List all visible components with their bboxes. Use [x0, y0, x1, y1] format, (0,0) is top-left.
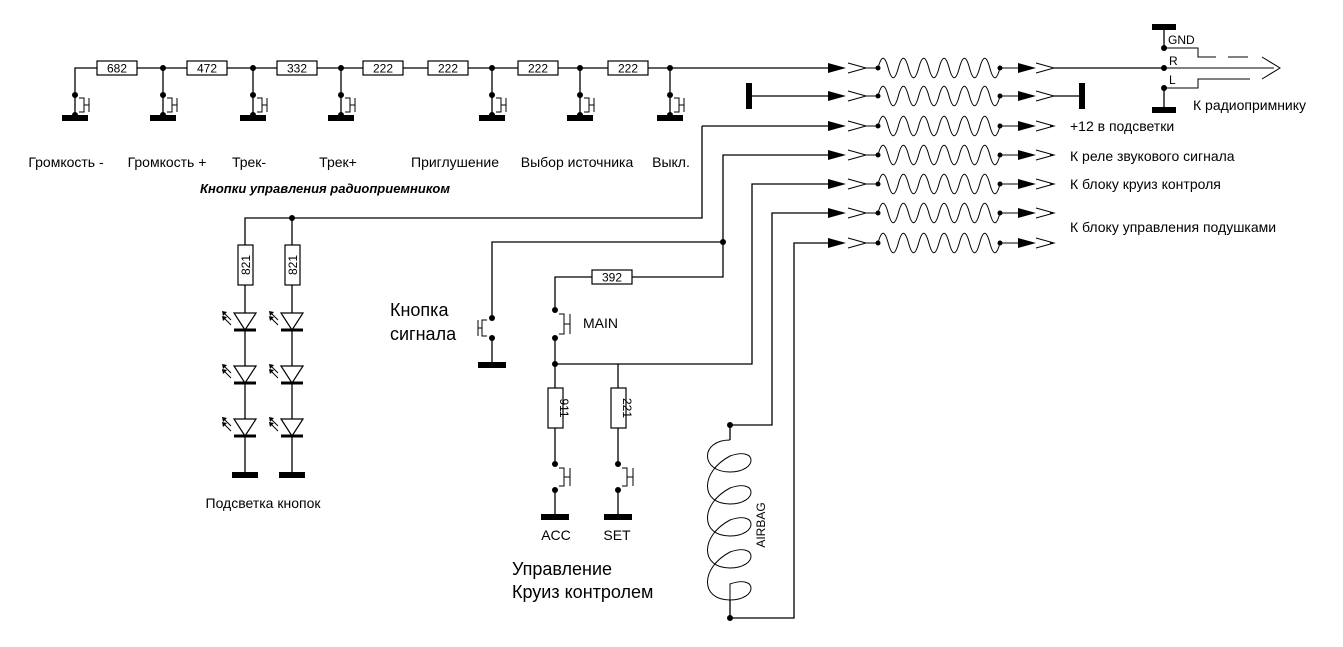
resistor-221: 221	[610, 387, 634, 429]
resistor-222-a: 222	[362, 60, 404, 76]
resistor-821-b-value: 821	[286, 255, 300, 275]
output-backlight-12v: +12 в подсветки	[1070, 118, 1174, 134]
output-cruise-unit: К блоку круиз контроля	[1070, 176, 1221, 192]
set-button-label: SET	[603, 527, 631, 543]
jack-gnd-label: GND	[1168, 33, 1195, 47]
resistor-392-value: 392	[602, 271, 622, 285]
push-button-volume-down	[62, 92, 90, 121]
led-diode	[269, 311, 305, 332]
led-diode	[222, 311, 258, 332]
push-button-track-next	[328, 68, 356, 121]
label-source: Выбор источника	[521, 154, 634, 170]
airbag-coil	[707, 439, 752, 601]
resistor-222-c-value: 222	[528, 62, 548, 76]
push-button-off	[657, 68, 685, 121]
horn-button-circuit: Кнопка сигнала	[390, 154, 828, 368]
output-airbag-unit: К блоку управления подушками	[1070, 219, 1276, 235]
connector-line	[828, 173, 1056, 195]
output-horn-relay: К реле звукового сигнала	[1070, 148, 1235, 164]
airbag-label: AIRBAG	[754, 502, 768, 547]
push-button-track-prev	[240, 68, 268, 121]
connector-line	[828, 85, 1082, 107]
label-mute: Приглушение	[411, 154, 499, 170]
jack-r-label: R	[1169, 54, 1178, 68]
to-radio-label: К радиопримнику	[1193, 97, 1306, 113]
cruise-caption-2: Круиз контролем	[512, 582, 653, 602]
radio-jack: GND R L К радиопримнику	[1054, 24, 1306, 113]
backlight-caption: Подсветка кнопок	[206, 495, 322, 511]
cruise-caption-1: Управление	[512, 559, 612, 579]
resistor-392: 392	[591, 269, 633, 285]
resistor-222-c: 222	[517, 60, 559, 76]
connector-line	[828, 57, 1056, 79]
label-off: Выкл.	[652, 154, 690, 170]
led-diode	[222, 364, 258, 385]
resistor-222-b: 222	[427, 60, 469, 76]
resistor-682-value: 682	[107, 62, 127, 76]
connector-line	[828, 144, 1056, 166]
resistor-682: 682	[96, 60, 138, 76]
push-button-source	[567, 68, 595, 121]
horn-button-label-1: Кнопка	[390, 300, 449, 320]
push-button-mute	[479, 68, 507, 121]
resistor-222-b-value: 222	[438, 62, 458, 76]
resistor-221-value: 221	[620, 398, 634, 418]
connector-line	[828, 202, 1056, 224]
resistor-821-b: 821	[284, 244, 301, 286]
jack-l-label: L	[1169, 73, 1176, 87]
resistor-821-a: 821	[237, 244, 254, 286]
connector-line	[828, 115, 1056, 137]
resistor-911-value: 911	[557, 398, 571, 417]
label-track-next: Трек+	[319, 154, 357, 170]
push-button-volume-up	[150, 68, 178, 121]
resistor-332-value: 332	[287, 62, 307, 76]
led-columns	[222, 311, 305, 438]
led-diode	[269, 364, 305, 385]
resistor-472-value: 472	[197, 62, 217, 76]
main-button-label: MAIN	[583, 315, 618, 331]
acc-button-label: ACC	[541, 527, 571, 543]
horn-button-label-2: сигнала	[390, 324, 457, 344]
resistor-222-d-value: 222	[618, 62, 638, 76]
backlight-circuit: 821 821 Подсветка кнопок	[206, 126, 703, 511]
resistor-821-a-value: 821	[239, 255, 253, 275]
led-diode	[269, 417, 305, 438]
clock-spring-connector	[828, 57, 1082, 254]
label-volume-up: Громкость +	[128, 154, 207, 170]
led-diode	[222, 417, 258, 438]
label-volume-down: Громкость -	[28, 154, 104, 170]
cruise-control-circuit: 392 MAIN 911 221 ACC SET Управление Круи	[512, 183, 828, 602]
resistor-911: 911	[547, 387, 571, 429]
airbag-circuit: AIRBAG	[707, 212, 828, 621]
radio-controls-caption: Кнопки управления радиоприемником	[200, 181, 450, 196]
resistor-222-a-value: 222	[373, 62, 393, 76]
resistor-332: 332	[276, 60, 318, 76]
radio-button-ladder: 682 472 332 222 222 222 222	[74, 60, 828, 95]
resistor-472: 472	[186, 60, 228, 76]
connector-line	[828, 232, 1056, 254]
label-track-prev: Трек-	[232, 154, 266, 170]
resistor-222-d: 222	[607, 60, 649, 76]
